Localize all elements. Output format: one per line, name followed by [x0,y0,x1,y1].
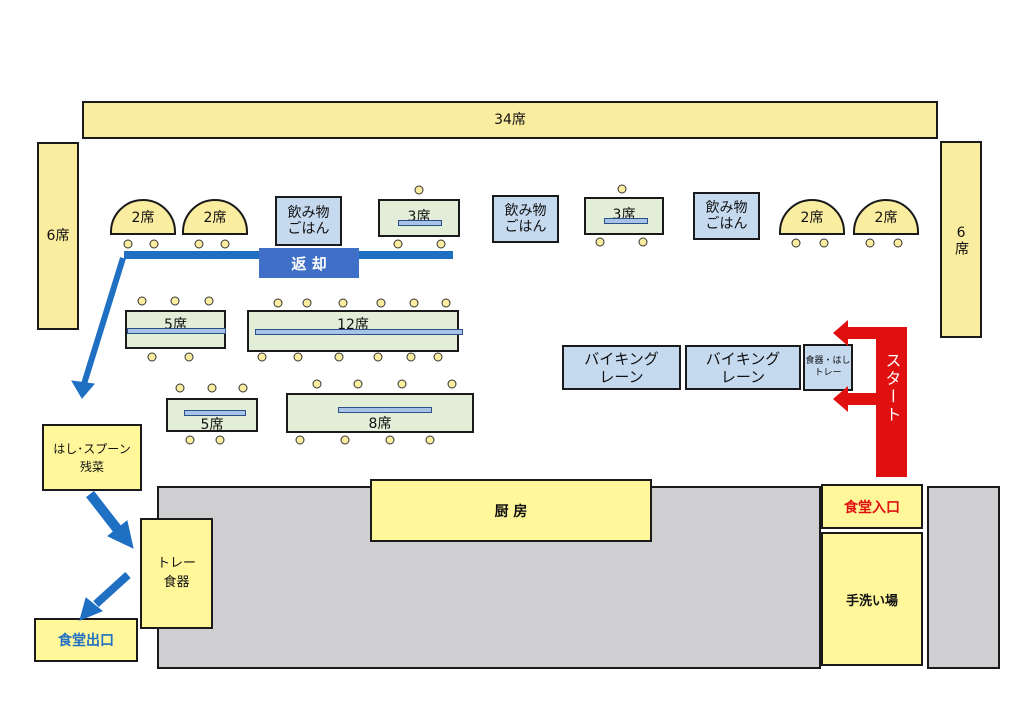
buffet-line: バイキング [705,349,781,368]
table-5-seats-b: 5席 [166,398,258,433]
cutlery-line: トレー [814,367,842,378]
entrance-box: 食堂入口 [821,484,923,529]
seat-dots [123,184,903,445]
table-3-seats-a: 3席 [378,199,460,237]
table-divider [338,407,432,413]
chopsticks-leftovers-station: はし･スプーン 残菜 [42,424,142,491]
counter-right-6-seats: 6席 [940,141,982,338]
table-divider [127,328,226,334]
station-line: 食器 [163,574,190,590]
table-5-seats-a: 5席 [125,310,226,349]
table-3-seats-b: 3席 [584,197,664,235]
round-table-2-d: 2席 [853,199,919,235]
buffet-lane-2: バイキング レーン [685,345,801,390]
counter-34-seats: 34席 [82,101,938,139]
exit-box: 食堂出口 [34,618,138,662]
kitchen-label-box: 厨 房 [370,479,652,542]
exit-flow-arrows [71,257,134,621]
station-line: 飲み物 [504,202,547,219]
right-gray-area [927,486,1000,669]
station-line: 飲み物 [287,204,330,221]
round-table-label: 2席 [203,210,227,226]
drinks-rice-station-1: 飲み物 ごはん [275,196,342,246]
table-label: 8席 [368,416,392,432]
return-label: 返 却 [291,254,327,273]
entrance-label: 食堂入口 [844,499,900,516]
drinks-rice-station-2: 飲み物 ごはん [492,195,559,243]
buffet-line: レーン [720,367,766,386]
handwash-label: 手洗い場 [845,593,898,609]
table-divider [398,220,442,226]
counter-left-label: 6席 [46,227,70,244]
table-label: 5席 [200,417,224,433]
round-table-label: 2席 [800,210,824,226]
start-label: スタート [882,352,902,424]
drinks-rice-station-3: 飲み物 ごはん [693,192,760,240]
table-12-seats: 12席 [247,310,463,352]
cutlery-tray-station: 食器・はし トレー [803,344,853,391]
counter-right-label: 6席 [953,224,970,255]
table-divider [255,329,463,335]
station-line: はし･スプーン [53,441,131,456]
station-line: ごはん [705,216,748,232]
tray-dishes-station: トレー 食器 [140,518,213,629]
counter-34-label: 34席 [494,111,526,128]
round-table-label: 2席 [874,210,898,226]
start-arrow [833,320,907,477]
round-table-label: 2席 [131,210,155,226]
buffet-line: バイキング [584,349,659,368]
cutlery-line: 食器・はし [805,355,851,366]
station-line: 飲み物 [705,199,748,216]
station-line: 残菜 [79,459,104,474]
station-line: ごはん [287,221,330,237]
station-line: トレー [156,556,196,572]
table-divider [184,410,246,416]
start-label-box: スタート [876,352,907,462]
buffet-line: レーン [599,367,644,386]
counter-left-6-seats: 6席 [37,142,79,330]
kitchen-label: 厨 房 [494,503,528,520]
table-8-seats: 8席 [286,393,474,433]
table-divider [604,218,648,224]
handwash-box: 手洗い場 [821,532,923,666]
buffet-lane-1: バイキング レーン [562,345,681,390]
return-label-box: 返 却 [259,248,359,278]
exit-label: 食堂出口 [58,633,114,649]
station-line: ごはん [504,219,547,235]
